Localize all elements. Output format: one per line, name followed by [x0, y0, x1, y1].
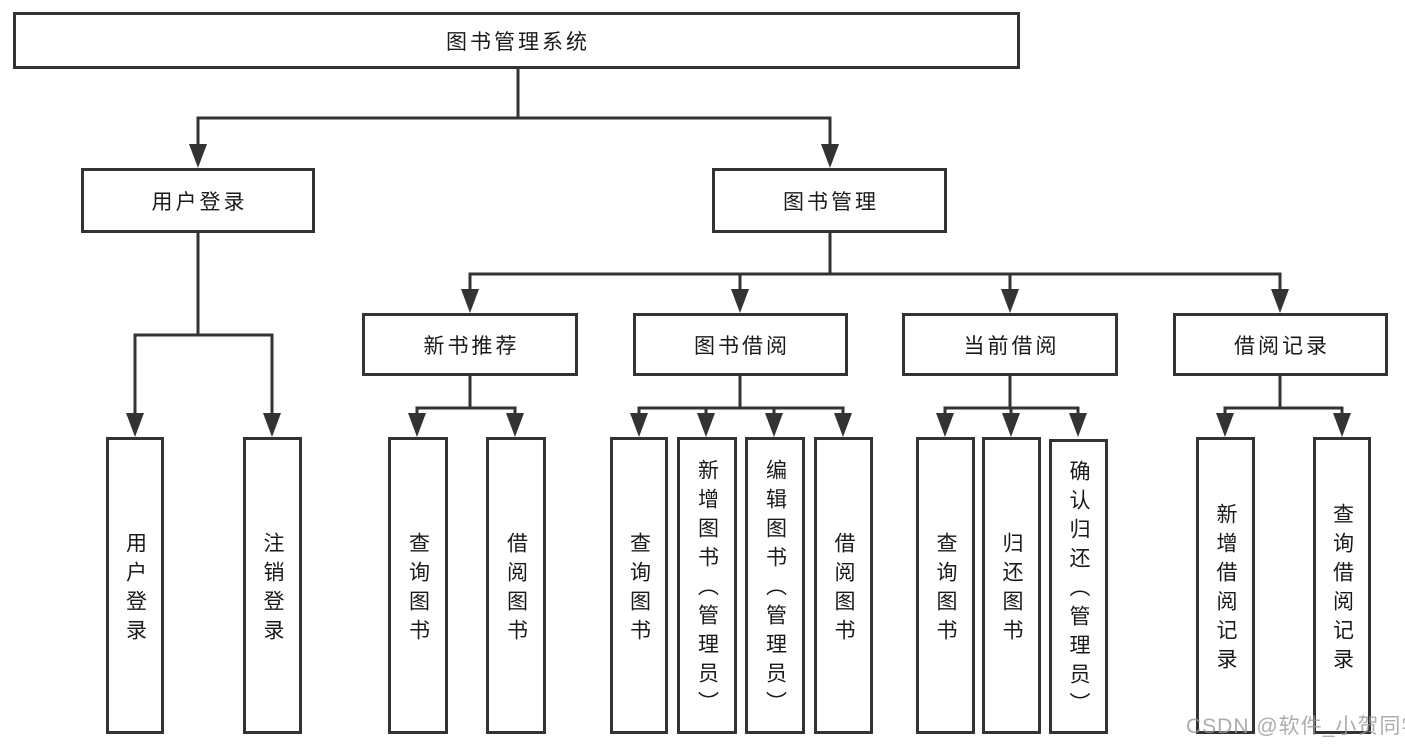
leaf-user-login-label: 用户登录 — [123, 531, 147, 648]
leaf-logout-login: 注销登录 — [243, 437, 302, 734]
leaf-borrow-book-label: 借阅图书 — [832, 531, 855, 648]
node-current-borrowing: 当前借阅 — [902, 313, 1118, 376]
node-library-system: 图书管理系统 — [13, 12, 1020, 69]
leaf-query-book-recommend-label: 查询图书 — [406, 531, 430, 648]
leaf-borrow-book: 借阅图书 — [814, 437, 873, 734]
leaf-edit-book-admin: 编辑图书（管理员） — [745, 437, 805, 734]
node-book-management-label: 图书管理 — [783, 190, 879, 214]
node-book-management: 图书管理 — [712, 168, 947, 233]
leaf-query-book-borrowing: 查询图书 — [610, 437, 668, 734]
node-book-borrowing-label: 图书借阅 — [694, 334, 790, 358]
leaf-query-borrow-record: 查询借阅记录 — [1313, 437, 1371, 734]
leaf-query-book-recommend: 查询图书 — [388, 437, 448, 734]
leaf-add-borrow-record: 新增借阅记录 — [1196, 437, 1255, 734]
leaf-query-book-borrowing-label: 查询图书 — [627, 531, 651, 648]
leaf-confirm-return-admin-label: 确认归还（管理员） — [1067, 460, 1090, 721]
node-user-login: 用户登录 — [81, 168, 315, 233]
leaf-add-borrow-record-label: 新增借阅记录 — [1214, 502, 1237, 677]
leaf-return-book: 归还图书 — [982, 437, 1041, 734]
leaf-query-book-current: 查询图书 — [916, 437, 975, 734]
leaf-edit-book-admin-label: 编辑图书（管理员） — [763, 459, 787, 720]
node-borrow-records: 借阅记录 — [1173, 313, 1388, 376]
node-current-borrowing-label: 当前借阅 — [963, 334, 1060, 358]
leaf-borrow-book-recommend-label: 借阅图书 — [504, 531, 528, 648]
node-user-login-label: 用户登录 — [151, 190, 248, 214]
leaf-query-borrow-record-label: 查询借阅记录 — [1330, 502, 1354, 677]
leaf-add-book-admin: 新增图书（管理员） — [677, 437, 737, 734]
node-new-book-recommend-label: 新书推荐 — [423, 334, 520, 358]
leaf-add-book-admin-label: 新增图书（管理员） — [695, 459, 719, 720]
leaf-return-book-label: 归还图书 — [1000, 531, 1023, 648]
node-borrow-records-label: 借阅记录 — [1234, 334, 1330, 358]
node-book-borrowing: 图书借阅 — [633, 313, 848, 376]
leaf-user-login: 用户登录 — [106, 437, 164, 734]
csdn-watermark: CSDN @软件_小贺同学 — [1186, 715, 1405, 738]
node-new-book-recommend: 新书推荐 — [362, 313, 578, 376]
arrowheads — [126, 144, 1351, 437]
leaf-logout-login-label: 注销登录 — [261, 531, 284, 648]
leaf-query-book-current-label: 查询图书 — [934, 531, 957, 648]
leaf-borrow-book-recommend: 借阅图书 — [486, 437, 546, 734]
leaf-confirm-return-admin: 确认归还（管理员） — [1049, 439, 1108, 734]
node-library-system-label: 图书管理系统 — [446, 30, 590, 54]
